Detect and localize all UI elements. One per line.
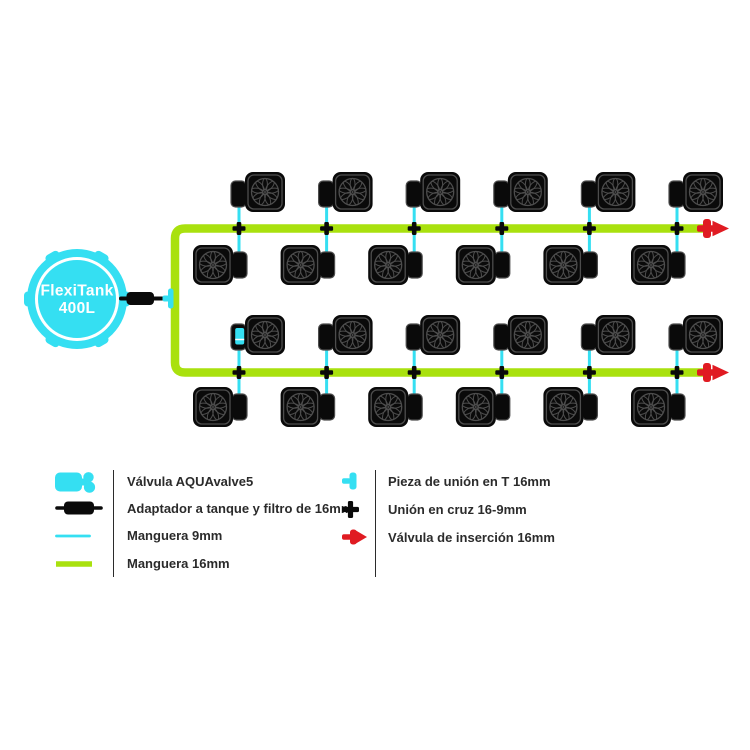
tank-adapter-filter-icon bbox=[55, 501, 103, 515]
tank-label-line1: FlexiTank bbox=[40, 283, 113, 300]
legend-item-hose-9mm: Manguera 9mm bbox=[55, 525, 222, 547]
insertion-valve-bottom bbox=[697, 363, 729, 382]
legend-label: Adaptador a tanque y filtro de 16mm bbox=[127, 500, 353, 516]
pot bbox=[668, 171, 724, 213]
legend-item-hose-16mm: Manguera 16mm bbox=[55, 553, 230, 575]
cross-union-16-9mm bbox=[320, 222, 334, 235]
tank-adapter-filter bbox=[119, 292, 164, 305]
pot bbox=[405, 314, 461, 356]
pot bbox=[318, 171, 374, 213]
cross-union-16-9mm-icon bbox=[342, 500, 368, 518]
tank-inner-ring bbox=[35, 257, 119, 341]
cross-union-16-9mm bbox=[320, 366, 334, 379]
legend-item-tank-adapter: Adaptador a tanque y filtro de 16mm bbox=[55, 497, 352, 519]
tee-union-16mm bbox=[162, 288, 174, 309]
cross-union-16-9mm bbox=[407, 366, 421, 379]
pot bbox=[318, 314, 374, 356]
pot bbox=[580, 314, 637, 356]
legend-label: Unión en cruz 16-9mm bbox=[388, 501, 527, 517]
cross-union-16-9mm bbox=[232, 366, 246, 379]
pot-with-aquavalve5 bbox=[230, 314, 286, 356]
cross-union-16-9mm bbox=[407, 222, 421, 235]
cross-unions bbox=[232, 222, 684, 379]
legend-item-insertion-valve: Válvula de inserción 16mm bbox=[342, 526, 555, 548]
cross-union-16-9mm bbox=[495, 222, 509, 235]
legend-divider-right bbox=[375, 470, 377, 577]
insertion-valve-top bbox=[697, 219, 729, 238]
aquavalve5 bbox=[235, 328, 245, 345]
hoses-9mm bbox=[237, 206, 679, 396]
tank-body bbox=[27, 249, 127, 349]
cross-union-16-9mm bbox=[670, 366, 684, 379]
pot bbox=[230, 171, 286, 213]
legend-divider-left bbox=[113, 470, 115, 577]
cross-union-16-9mm bbox=[582, 222, 596, 235]
legend-label: Manguera 16mm bbox=[127, 556, 230, 571]
cross-union-16-9mm bbox=[582, 366, 596, 379]
legend-label: Manguera 9mm bbox=[127, 528, 223, 543]
cross-union-16-9mm bbox=[232, 222, 246, 235]
legend-label: Válvula AQUAvalve5 bbox=[127, 474, 254, 489]
legend-item-tee-union: Pieza de unión en T 16mm bbox=[342, 470, 551, 492]
legend-label: Válvula de inserción 16mm bbox=[388, 529, 555, 545]
hose-16mm-swatch bbox=[55, 560, 103, 568]
legend-item-cross-union: Unión en cruz 16-9mm bbox=[342, 498, 527, 520]
cross-union-16-9mm bbox=[495, 366, 509, 379]
pot bbox=[405, 171, 461, 213]
pots bbox=[192, 171, 724, 428]
pot bbox=[580, 171, 637, 213]
legend-label: Pieza de unión en T 16mm bbox=[388, 473, 551, 489]
insertion-valve-16mm-icon bbox=[342, 529, 368, 545]
tee-union-16mm-icon bbox=[342, 472, 368, 490]
legend-item-aquavalve5: Válvula AQUAvalve5 bbox=[55, 471, 253, 493]
pot bbox=[493, 171, 549, 213]
hose-16mm-main bbox=[170, 224, 710, 377]
pot bbox=[668, 314, 724, 356]
hose-9mm-swatch bbox=[55, 533, 103, 539]
tank-label-line2: 400L bbox=[59, 300, 96, 317]
aquavalve5-icon bbox=[55, 471, 103, 493]
cross-union-16-9mm bbox=[670, 222, 684, 235]
flexitank-400l: FlexiTank 400L bbox=[24, 249, 130, 349]
pot bbox=[493, 314, 549, 356]
